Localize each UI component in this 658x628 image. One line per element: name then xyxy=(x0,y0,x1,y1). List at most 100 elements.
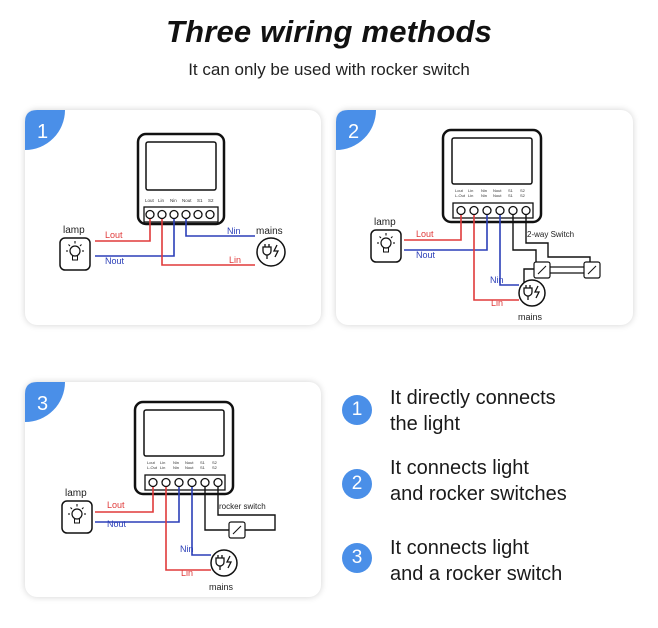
wire-s2 xyxy=(525,215,591,267)
wire-nin xyxy=(499,215,519,286)
terminal-label: S1 xyxy=(508,193,514,198)
legend-number-3: 3 xyxy=(342,543,372,573)
terminal-labels: Lout Lin Nin Nout S1 S2 L-Out Lin Nin No… xyxy=(455,188,526,198)
wires xyxy=(404,215,591,301)
panel-badge-bg xyxy=(25,382,65,422)
terminal-label: Lout xyxy=(455,188,464,193)
switch-label: rocker switch xyxy=(219,502,266,511)
legend-number-2: 2 xyxy=(342,469,372,499)
lamp-label: lamp xyxy=(65,488,87,499)
panel-badge-bg xyxy=(336,110,376,150)
wire-nout xyxy=(95,487,180,523)
terminal-label: Nout xyxy=(185,465,194,470)
wire-label-lin: Lin xyxy=(491,298,503,308)
lamp-icon xyxy=(370,229,402,263)
wire-label-lout: Lout xyxy=(416,229,434,239)
mains-plug-icon xyxy=(210,549,238,577)
legend-item-3: 3 It connects light and a rocker switch xyxy=(342,535,642,595)
wire-s2 xyxy=(217,487,276,531)
wiring-diagram-1: 1 Lout Lin Nin Nout S1 S2 Lout Nout Nin xyxy=(25,110,286,271)
page-title: Three wiring methods xyxy=(165,14,493,49)
terminal-label: S2 xyxy=(208,198,214,203)
wire-s1 xyxy=(204,487,229,531)
panel-badge-bg xyxy=(25,110,65,150)
terminal-label: Lin xyxy=(468,193,473,198)
page-subtitle: It can only be used with rocker switch xyxy=(188,60,470,79)
terminal-screws xyxy=(148,477,223,488)
terminal-label: Nin xyxy=(173,465,179,470)
wires xyxy=(95,487,276,571)
wiring-diagram-3: 3 Lout Lin Nin Nout S1 S2 L-Out Lin Nin … xyxy=(25,382,276,592)
wiring-panel-3: 3 Lout Lin Nin Nout S1 S2 L-Out Lin Nin … xyxy=(25,382,321,597)
wire-s1 xyxy=(512,215,537,300)
terminal-label: Lout xyxy=(147,460,156,465)
wire-lin xyxy=(473,215,519,301)
legend-number-1: 1 xyxy=(342,395,372,425)
terminal-labels: Lout Lin Nin Nout S1 S2 xyxy=(145,198,214,203)
terminal-label: S1 xyxy=(508,188,514,193)
terminal-label: S1 xyxy=(197,198,203,203)
wire-label-lout: Lout xyxy=(107,500,125,510)
mains-plug-icon xyxy=(518,279,546,307)
mains-label: mains xyxy=(518,312,543,322)
wire-lout xyxy=(404,215,462,241)
terminal-label: S2 xyxy=(212,465,218,470)
terminal-label: Lin xyxy=(160,460,165,465)
mains-label: mains xyxy=(209,582,234,592)
wire-labels: Lout Nout Nin Lin xyxy=(105,226,241,266)
terminal-label: Nin xyxy=(173,460,179,465)
module-face xyxy=(451,137,533,185)
wire-lout xyxy=(95,219,151,242)
panel-badge-number: 3 xyxy=(37,393,48,415)
terminal-label: Lin xyxy=(160,465,165,470)
rocker-switch-icon xyxy=(583,261,601,279)
switch-label: 2-way Switch xyxy=(527,230,574,239)
wire-labels: Lout Nout Nin Lin xyxy=(416,229,504,308)
wire-label-lout: Lout xyxy=(105,230,123,240)
terminal-label: Lin xyxy=(158,198,165,203)
terminal-label: Lout xyxy=(145,198,155,203)
wiring-panel-2: 2 Lout Lin Nin Nout S1 S2 L-Out Lin Nin … xyxy=(336,110,633,325)
mains-plug-icon xyxy=(256,237,286,267)
terminal-label: Nin xyxy=(481,193,487,198)
module-face xyxy=(143,409,225,457)
wire-label-nout: Nout xyxy=(107,519,127,529)
terminal-label: S1 xyxy=(200,460,206,465)
panel-badge-number: 2 xyxy=(348,121,359,143)
terminal-label: Nout xyxy=(182,198,192,203)
rocker-switch-icon xyxy=(533,261,551,279)
wire-nout xyxy=(404,215,488,251)
terminal-label: S2 xyxy=(520,188,526,193)
terminal-label: S2 xyxy=(212,460,218,465)
wire-label-nin: Nin xyxy=(180,544,194,554)
module-face xyxy=(145,141,217,191)
wire-label-nout: Nout xyxy=(416,250,436,260)
wire-traveller xyxy=(548,266,586,274)
terminal-label: S1 xyxy=(200,465,206,470)
wires xyxy=(95,219,255,266)
terminal-label: L-Out xyxy=(455,193,466,198)
wire-nin xyxy=(191,487,211,556)
wire-label-nin: Nin xyxy=(490,275,504,285)
wiring-panel-1: 1 Lout Lin Nin Nout S1 S2 Lout Nout Nin xyxy=(25,110,321,325)
terminal-label: Nout xyxy=(493,188,502,193)
wire-nout xyxy=(95,219,175,257)
legend-text-3: It connects light and a rocker switch xyxy=(390,537,563,585)
terminal-label: L-Out xyxy=(147,465,158,470)
terminal-screws xyxy=(145,209,215,220)
wire-lout xyxy=(95,487,154,513)
lamp-label: lamp xyxy=(374,217,396,228)
wire-label-nin: Nin xyxy=(227,226,241,236)
terminal-labels: Lout Lin Nin Nout S1 S2 L-Out Lin Nin No… xyxy=(147,460,218,470)
terminal-label: Nout xyxy=(493,193,502,198)
legend-text-1: It directly connects the light xyxy=(390,387,556,435)
wire-label-nout: Nout xyxy=(105,256,125,266)
wire-nin xyxy=(185,219,255,237)
terminal-label: S2 xyxy=(520,193,526,198)
terminal-label: Lin xyxy=(468,188,473,193)
legend-text-2: It connects light and rocker switches xyxy=(390,457,567,505)
rocker-switch-icon xyxy=(228,521,246,539)
lamp-icon xyxy=(59,237,91,271)
wire-label-lin: Lin xyxy=(181,568,193,578)
wire-lin xyxy=(161,219,255,266)
